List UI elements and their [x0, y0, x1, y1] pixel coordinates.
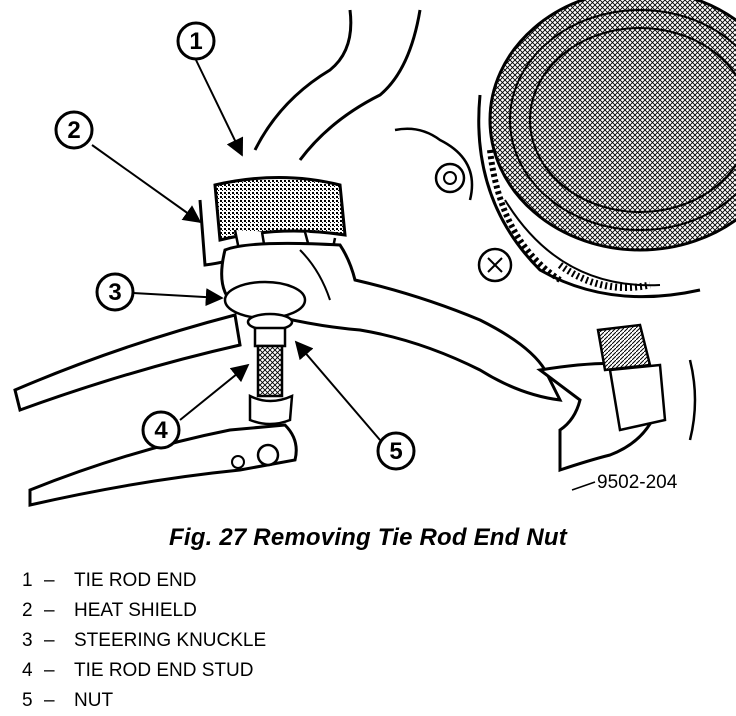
legend-separator: – [44, 600, 55, 621]
legend-separator: – [44, 570, 55, 591]
legend-label: NUT [74, 690, 114, 711]
legend-separator: – [44, 690, 55, 711]
tie-rod-stud-drawing [246, 312, 294, 426]
legend-label: TIE ROD END STUD [74, 660, 254, 681]
brake-rotor-drawing [477, 0, 736, 299]
legend-separator: – [44, 660, 55, 681]
lower-bracket-drawing [536, 323, 697, 473]
callout-5-number: 5 [389, 438, 402, 465]
leader-lines [91, 59, 596, 491]
technical-illustration: 1 2 3 4 5 9502-204 [13, 0, 736, 507]
legend-item: 4–TIE ROD END STUD [22, 656, 266, 686]
figure-caption: Fig. 27 Removing Tie Rod End Nut [169, 524, 567, 551]
figure-code: 9502-204 [597, 472, 678, 493]
wrench-drawing [13, 313, 298, 507]
callout-2-number: 2 [67, 117, 80, 144]
legend-number: 3 [22, 630, 33, 651]
legend-item: 2–HEAT SHIELD [22, 596, 266, 626]
parts-legend: 1–TIE ROD END 2–HEAT SHIELD 3–STEERING K… [22, 566, 266, 716]
legend-label: STEERING KNUCKLE [74, 630, 267, 651]
legend-number: 5 [22, 690, 33, 711]
control-arm-drawing [253, 9, 513, 283]
steering-knuckle-drawing [220, 241, 563, 402]
callout-5: 5 [376, 431, 416, 471]
callout-1: 1 [176, 21, 216, 61]
illustration-svg: 1 2 3 4 5 9502-204 [13, 0, 736, 507]
legend-number: 1 [22, 570, 33, 591]
legend-label: TIE ROD END [74, 570, 197, 591]
legend-separator: – [44, 630, 55, 651]
callout-3: 3 [95, 272, 135, 312]
legend-item: 5–NUT [22, 686, 266, 716]
callout-1-number: 1 [189, 28, 202, 55]
callout-3-number: 3 [108, 279, 121, 306]
legend-number: 2 [22, 600, 33, 621]
callout-4-number: 4 [154, 417, 168, 444]
callout-4: 4 [141, 410, 181, 450]
legend-number: 4 [22, 660, 33, 681]
legend-label: HEAT SHIELD [74, 600, 197, 621]
legend-item: 3–STEERING KNUCKLE [22, 626, 266, 656]
callout-2: 2 [54, 110, 94, 150]
legend-item: 1–TIE ROD END [22, 566, 266, 596]
